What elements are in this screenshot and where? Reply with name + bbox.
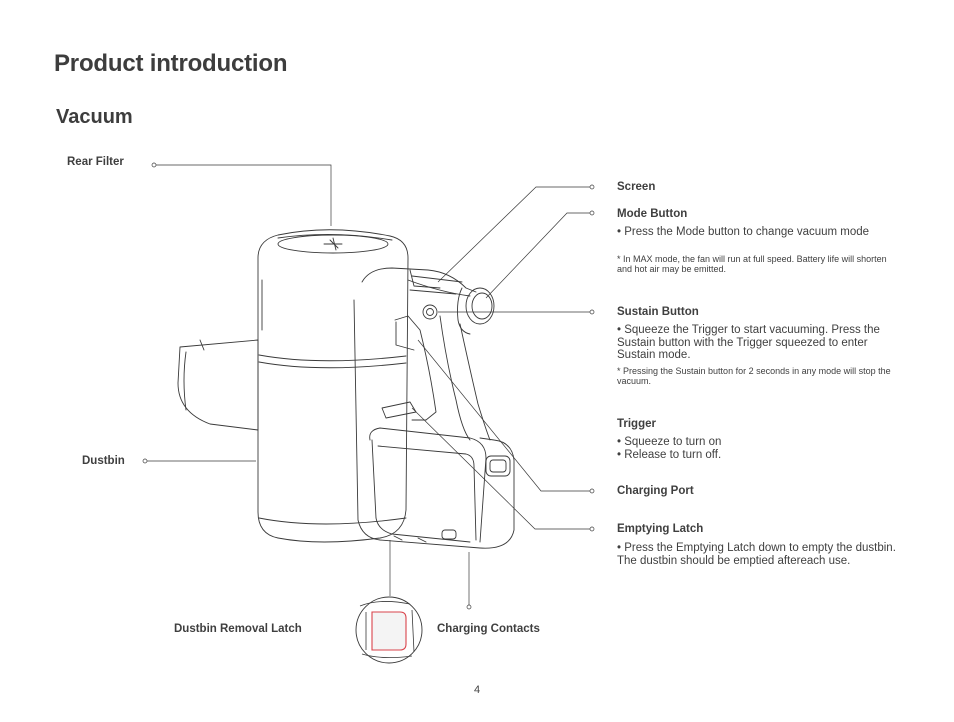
sustain-button-note: * Pressing the Sustain button for 2 seco… <box>617 366 891 386</box>
charging-port-label: Charging Port <box>617 485 694 497</box>
page-number: 4 <box>473 684 481 696</box>
emptying-latch-description: • Press the Emptying Latch down to empty… <box>617 542 896 567</box>
latch-detail-illustration <box>355 596 423 664</box>
dustbin-label: Dustbin <box>82 455 125 467</box>
rear-filter-label: Rear Filter <box>67 156 124 168</box>
section-title: Vacuum <box>56 106 133 128</box>
page-title: Product introduction <box>54 50 288 77</box>
trigger-description-line1: • Squeeze to turn on <box>617 436 722 448</box>
trigger-label: Trigger <box>617 418 656 430</box>
charging-contacts-label: Charging Contacts <box>437 623 540 635</box>
mode-button-note: * In MAX mode, the fan will run at full … <box>617 254 887 274</box>
mode-button-description: • Press the Mode button to change vacuum… <box>617 226 870 238</box>
emptying-latch-label: Emptying Latch <box>617 523 704 535</box>
mode-button-label: Mode Button <box>617 208 688 220</box>
screen-label: Screen <box>617 181 656 193</box>
dustbin-removal-latch-label: Dustbin Removal Latch <box>174 623 302 635</box>
sustain-button-label: Sustain Button <box>617 306 699 318</box>
sustain-button-description: • Squeeze the Trigger to start vacuuming… <box>617 324 880 361</box>
trigger-description-line2: • Release to turn off. <box>617 449 722 461</box>
